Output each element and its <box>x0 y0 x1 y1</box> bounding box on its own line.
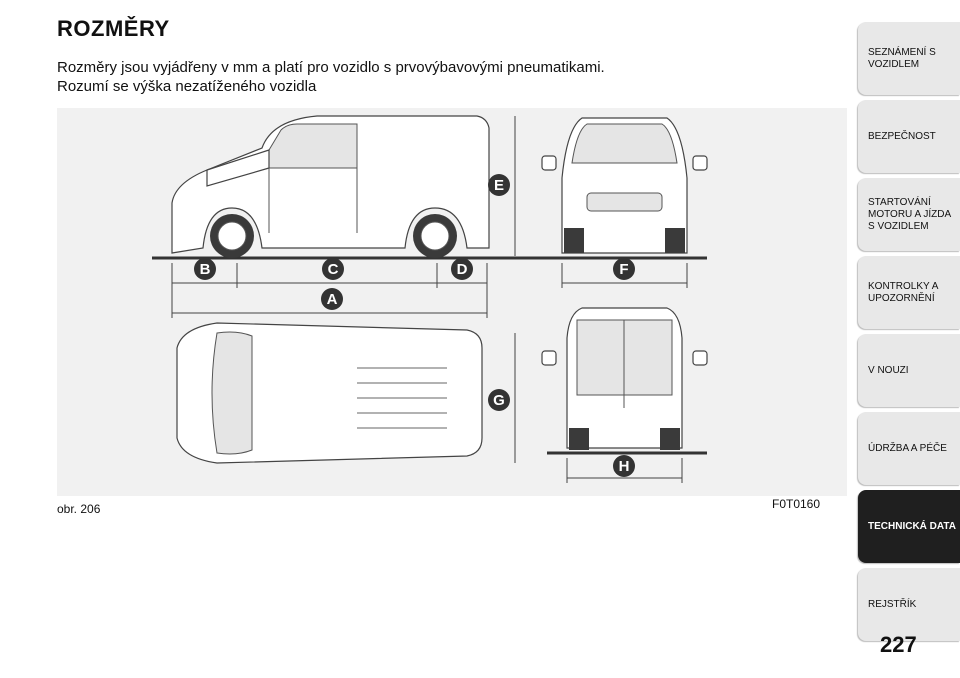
dimensions-diagram: B C D A E F G H <box>152 115 708 483</box>
intro-line-2: Rozumí se výška nezatíženého vozidla <box>57 78 317 95</box>
label-b-badge: B <box>194 258 216 280</box>
tab-udrzba-a-pece[interactable]: ÚDRŽBA A PÉČE <box>858 412 960 485</box>
label-h-badge: H <box>613 455 635 477</box>
figure-caption: obr. 206 <box>57 502 101 516</box>
tab-bezpecnost[interactable]: BEZPEČNOST <box>858 100 960 173</box>
page-heading: ROZMĚRY <box>57 16 170 41</box>
dimension-lines <box>171 116 688 483</box>
intro-line-1: Rozměry jsou vyjádřeny v mm a platí pro … <box>57 59 605 76</box>
label-b: B <box>200 261 211 278</box>
van-front-view <box>541 117 708 254</box>
intro-text: Rozměry jsou vyjádřeny v mm a platí pro … <box>57 58 837 96</box>
label-f: F <box>619 261 628 278</box>
page-number: 227 <box>880 632 917 657</box>
tab-label: ÚDRŽBA A PÉČE <box>868 442 947 454</box>
label-c: C <box>328 261 339 278</box>
tab-startovani[interactable]: STARTOVÁNÍ MOTORU A JÍZDA S VOZIDLEM <box>858 178 960 251</box>
label-c-badge: C <box>322 258 344 280</box>
tab-label: V NOUZI <box>868 364 909 376</box>
label-f-badge: F <box>613 258 635 280</box>
van-top-view <box>176 322 483 464</box>
tab-seznameni-s-vozidlem[interactable]: SEZNÁMENÍ S VOZIDLEM <box>858 22 960 95</box>
tab-label: KONTROLKY A UPOZORNĚNÍ <box>868 280 938 304</box>
tab-label: BEZPEČNOST <box>868 130 936 142</box>
label-e-badge: E <box>488 174 510 196</box>
label-g-badge: G <box>488 389 510 411</box>
dimensions-figure: B C D A E F G H <box>57 108 847 496</box>
van-rear-view <box>541 307 708 450</box>
label-d: D <box>457 261 468 278</box>
label-h: H <box>619 458 630 475</box>
tab-label: TECHNICKÁ DATA <box>868 520 956 532</box>
label-a: A <box>327 291 338 308</box>
label-g: G <box>493 392 505 409</box>
label-a-badge: A <box>321 288 343 310</box>
figure-code: F0T0160 <box>772 497 821 511</box>
tab-v-nouzi[interactable]: V NOUZI <box>858 334 960 407</box>
tab-label: REJSTŘÍK <box>868 598 917 610</box>
tab-label: SEZNÁMENÍ S VOZIDLEM <box>868 46 936 70</box>
tab-kontrolky[interactable]: KONTROLKY A UPOZORNĚNÍ <box>858 256 960 329</box>
tab-label: STARTOVÁNÍ MOTORU A JÍZDA S VOZIDLEM <box>868 196 951 232</box>
tab-technicka-data[interactable]: TECHNICKÁ DATA <box>858 490 960 563</box>
label-d-badge: D <box>451 258 473 280</box>
label-e: E <box>494 177 504 194</box>
van-side-view <box>171 115 490 258</box>
tab-rejstrik[interactable]: REJSTŘÍK <box>858 568 960 641</box>
